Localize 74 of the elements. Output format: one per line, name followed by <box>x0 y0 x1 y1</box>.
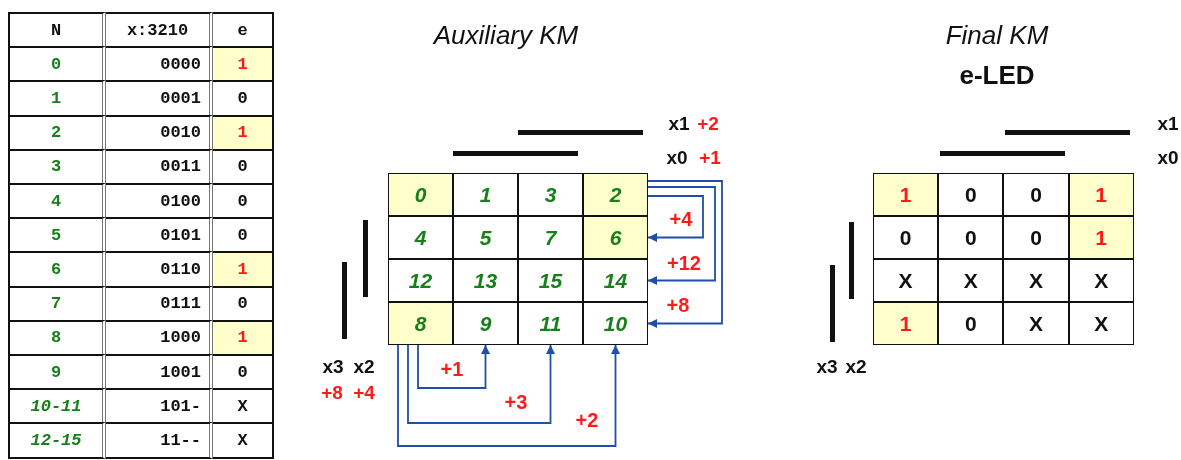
table-cell: 7 <box>8 285 106 322</box>
table-cell: 12-15 <box>8 422 106 459</box>
km-cell: 1 <box>873 302 939 345</box>
table-cell: 8 <box>8 319 106 356</box>
table-cell: 4 <box>8 183 106 220</box>
header-cell: e <box>213 12 274 49</box>
variable-label: x2 <box>353 356 375 378</box>
km-cell: 4 <box>388 216 453 259</box>
km-cell: X <box>1003 302 1069 345</box>
km-cell: 2 <box>583 173 648 216</box>
km-cell: 7 <box>518 216 583 259</box>
table-cell: 1 <box>8 80 106 117</box>
km-cell: 1 <box>873 173 939 216</box>
variable-label: x1 <box>668 113 690 135</box>
table-cell: 3 <box>8 148 106 185</box>
arrow <box>647 180 723 328</box>
km-cell: 6 <box>583 216 648 259</box>
km-cell: 0 <box>1003 216 1069 259</box>
km-cell: 0 <box>873 216 939 259</box>
variable-label: x3 <box>322 356 344 378</box>
km-cell: 0 <box>938 173 1004 216</box>
km-cell: X <box>873 259 939 302</box>
km-cell: 0 <box>1003 173 1069 216</box>
table-cell: 1 <box>213 251 274 288</box>
table-cell: 5 <box>8 217 106 254</box>
table-cell: 1 <box>213 319 274 356</box>
km-cell: 11 <box>518 302 583 345</box>
km-cell: 1 <box>1068 216 1134 259</box>
table-cell: 11-- <box>106 422 213 459</box>
variable-label: +2 <box>697 113 719 135</box>
header-cell: x:3210 <box>106 12 213 49</box>
arrow <box>407 344 555 424</box>
arrow <box>397 344 620 447</box>
variable-label: x0 <box>666 147 688 169</box>
km-cell: 0 <box>938 216 1004 259</box>
km-cell: X <box>1068 259 1134 302</box>
variable-label: +1 <box>699 147 721 169</box>
table-cell: 1 <box>213 46 274 83</box>
header-cell: N <box>8 12 106 49</box>
map-subtitle: e-LED <box>959 60 1035 91</box>
table-cell: 1 <box>213 114 274 151</box>
table-cell: 6 <box>8 251 106 288</box>
km-cell: 8 <box>388 302 453 345</box>
arrow <box>647 195 704 242</box>
km-cell: 0 <box>388 173 453 216</box>
table-cell: 2 <box>8 114 106 151</box>
km-cell: 0 <box>938 302 1004 345</box>
km-cell: 14 <box>583 259 648 302</box>
arrow <box>647 186 716 285</box>
km-cell: 5 <box>453 216 518 259</box>
km-cell: 1 <box>1068 173 1134 216</box>
km-cell: X <box>1003 259 1069 302</box>
variable-label: +8 <box>321 382 343 404</box>
km-cell: X <box>938 259 1004 302</box>
table-cell: 10-11 <box>8 388 106 425</box>
variable-label: x2 <box>845 356 867 378</box>
table-cell: 9 <box>8 354 106 391</box>
map-title: Auxiliary KM <box>433 20 579 51</box>
km-cell: 13 <box>453 259 518 302</box>
variable-label: x0 <box>1157 147 1179 169</box>
km-cell: 1 <box>453 173 518 216</box>
km-cell: 10 <box>583 302 648 345</box>
km-cell: 12 <box>388 259 453 302</box>
table-cell: X <box>213 422 274 459</box>
km-cell: 15 <box>518 259 583 302</box>
table-cell: 0 <box>8 46 106 83</box>
km-cell: 3 <box>518 173 583 216</box>
km-cell: X <box>1068 302 1134 345</box>
variable-label: +4 <box>353 382 375 404</box>
arrow <box>417 344 490 389</box>
variable-label: x1 <box>1157 113 1179 135</box>
variable-label: x3 <box>816 356 838 378</box>
map-title: Final KM <box>945 20 1049 51</box>
km-cell: 9 <box>453 302 518 345</box>
